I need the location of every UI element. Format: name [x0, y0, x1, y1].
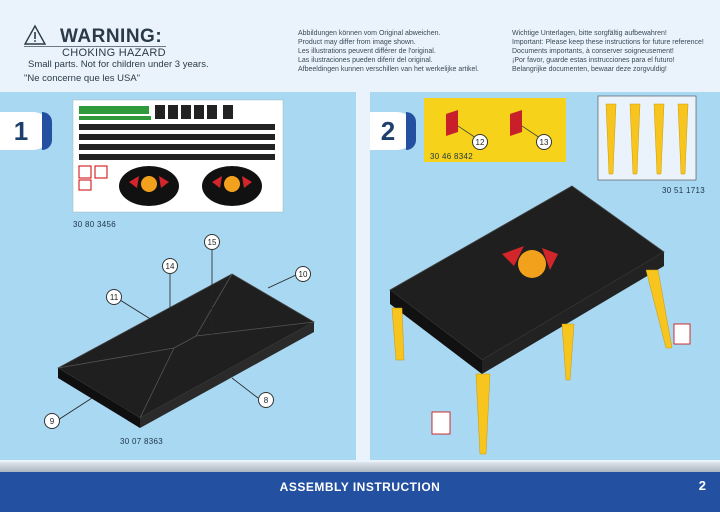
step-2-badge: 2	[370, 112, 416, 150]
notice-line: Important: Please keep these instruction…	[512, 39, 704, 46]
table-leg	[561, 323, 575, 381]
green-sticker-strip	[79, 116, 151, 120]
step-2-panel: 2 12 13 30 46 8342 30 51 1713	[370, 92, 720, 460]
notice-line: Las ilustraciones pueden diferir del ori…	[298, 57, 433, 64]
keep-instructions-notice: Wichtige Unterlagen, bitte sorgfältig au…	[512, 29, 704, 74]
leg-part-code: 30 51 1713	[662, 186, 706, 195]
small-icon-stickers	[155, 105, 233, 119]
step-1-number: 1	[13, 115, 29, 146]
table-leg	[645, 269, 673, 349]
footer-stripe	[0, 462, 720, 472]
usa-note: "Ne concerne que les USA"	[24, 73, 141, 84]
sign-part	[446, 110, 458, 136]
callout-11: 11	[106, 289, 122, 305]
footer-title: ASSEMBLY INSTRUCTION	[279, 480, 441, 494]
step-1-badge: 1	[0, 112, 52, 150]
sign-part	[510, 110, 522, 136]
leg-parts-box	[597, 95, 697, 181]
step-1-leader-lines	[57, 250, 297, 421]
step-2-number: 2	[380, 115, 396, 146]
image-difference-notice: Abbildungen können vom Original abweiche…	[298, 29, 479, 74]
callout-14: 14	[162, 258, 178, 274]
page-number: 2	[698, 478, 706, 493]
roof-logo	[502, 246, 558, 278]
table-leg	[391, 307, 405, 361]
table-leg-part	[677, 103, 689, 175]
notice-line: ¡Por favor, guarde estas instrucciones p…	[512, 57, 675, 64]
checker-skirt	[390, 290, 482, 374]
callout-15: 15	[204, 234, 220, 250]
roof-part-code: 30 07 8363	[120, 437, 164, 446]
green-sticker-strip	[79, 106, 149, 114]
table-leg-part	[629, 103, 641, 175]
small-parts-note: Small parts. Not for children under 3 ye…	[28, 59, 209, 70]
step-1-panel: 1 30 80 3	[0, 92, 356, 460]
warning-divider	[24, 46, 166, 47]
notice-line: Les illustrations peuvent différer de l'…	[298, 48, 436, 55]
callout-8: 8	[258, 392, 274, 408]
sign-stickers	[78, 165, 108, 191]
callout-10: 10	[295, 266, 311, 282]
warning-signs	[431, 323, 691, 435]
table-leg	[475, 373, 491, 455]
notice-line: Belangrijke documenten, bewaar deze zorg…	[512, 66, 667, 73]
table-leg-part	[653, 103, 665, 175]
checker-strips	[79, 124, 275, 160]
callout-13: 13	[536, 134, 552, 150]
table-leg-part	[605, 103, 617, 175]
notice-line: Afbeeldingen kunnen verschillen van het …	[298, 66, 479, 73]
choking-hazard-label: CHOKING HAZARD	[62, 47, 166, 59]
warning-title: WARNING:	[60, 26, 163, 47]
sticker-part-code: 30 80 3456	[73, 220, 117, 229]
notice-line: Product may differ from image shown.	[298, 39, 416, 46]
notice-line: Wichtige Unterlagen, bitte sorgfältig au…	[512, 30, 667, 37]
checker-skirt	[482, 252, 664, 374]
callout-12: 12	[472, 134, 488, 150]
notice-line: Documents importants, à conserver soigne…	[512, 48, 674, 55]
sign-part-code: 30 46 8342	[430, 152, 474, 161]
footer-bar	[0, 472, 720, 512]
notice-line: Abbildungen können vom Original abweiche…	[298, 30, 441, 37]
warning-triangle-icon	[23, 24, 47, 45]
assembled-table-illustration	[389, 185, 691, 455]
roof-panel-illustration	[57, 273, 315, 428]
sticker-sheet	[72, 99, 284, 213]
callout-9: 9	[44, 413, 60, 429]
